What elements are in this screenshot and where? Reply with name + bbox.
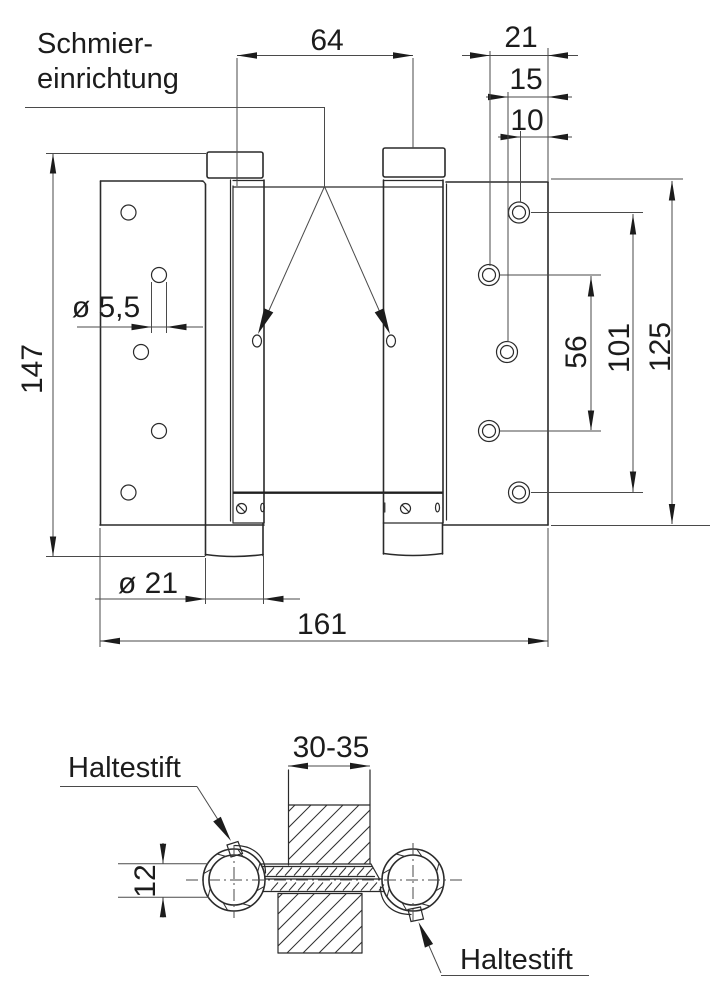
- dim-hole-diameter: ø 5,5: [72, 282, 203, 333]
- retaining-pin-left-shape: [226, 840, 244, 858]
- lubrication-hole-right: [385, 334, 397, 348]
- leader-arrow-left: [258, 308, 274, 334]
- dim-56: 56: [500, 274, 601, 432]
- centerlines: [186, 843, 462, 921]
- dim-147: 147: [16, 153, 206, 557]
- strap-hatching: [266, 867, 385, 891]
- dim-125: 125: [551, 178, 710, 526]
- dim-125-text: 125: [644, 322, 677, 372]
- dim-161: 161: [99, 528, 549, 647]
- retaining-pin-label-right: Haltestift: [460, 944, 573, 976]
- door-panel-bottom: [277, 892, 363, 954]
- retaining-pin-label-left: Haltestift: [68, 752, 181, 784]
- dim-101-text: 101: [603, 323, 636, 373]
- dim-101: 101: [531, 212, 643, 493]
- retaining-pin-callout-right: Haltestift: [418, 922, 589, 976]
- right-knuckle: [379, 848, 445, 923]
- dim-cylinder-diameter-text: ø 21: [118, 567, 178, 600]
- countersunk-holes: [477, 201, 531, 504]
- right-spring-cylinder: [382, 147, 448, 557]
- lubrication-hole-left: [251, 334, 263, 348]
- door-top-hatching: [288, 805, 370, 865]
- hinge-straps: [259, 863, 385, 893]
- dim-64: 64: [236, 24, 414, 186]
- dim-10-text: 10: [510, 104, 543, 137]
- dim-12-text: 12: [129, 864, 162, 897]
- dim-15-text: 15: [509, 63, 542, 96]
- leader-arrow-right: [374, 308, 390, 334]
- retaining-pin-right-shape: [407, 906, 425, 923]
- dim-161-text: 161: [297, 608, 347, 641]
- left-knuckle-section-ticks: [203, 848, 265, 911]
- door-panel-top: [287, 769, 371, 866]
- retaining-pin-callout-left: Haltestift: [60, 752, 231, 841]
- center-plate: [232, 186, 444, 494]
- dim-21-15-10: 21 15 10: [462, 21, 578, 342]
- left-spring-cylinder: [204, 151, 265, 558]
- lubrication-label-line1: Schmier-: [37, 28, 153, 60]
- dim-12: 12: [118, 843, 209, 918]
- dim-64-text: 64: [310, 24, 343, 57]
- section-view: 30-35 12 Haltestift Haltestift: [60, 731, 589, 976]
- right-knuckle-section-ticks: [382, 848, 444, 911]
- door-bottom-hatching: [278, 893, 362, 953]
- dim-hole-diameter-text: ø 5,5: [72, 291, 140, 324]
- dim-147-text: 147: [16, 344, 49, 394]
- dim-cylinder-diameter: ø 21: [95, 556, 300, 604]
- right-mounting-plate: [442, 181, 549, 526]
- dim-56-text: 56: [560, 335, 593, 368]
- dim-30-35-text: 30-35: [293, 731, 370, 764]
- dim-30-35: 30-35: [288, 731, 370, 770]
- left-mounting-plate: [99, 179, 265, 526]
- dim-21-text: 21: [504, 21, 537, 54]
- front-view: 64 21 15 10 147: [16, 21, 710, 647]
- lubrication-label-line2: einrichtung: [37, 63, 179, 95]
- lubrication-callout: Schmier- einrichtung: [25, 28, 390, 334]
